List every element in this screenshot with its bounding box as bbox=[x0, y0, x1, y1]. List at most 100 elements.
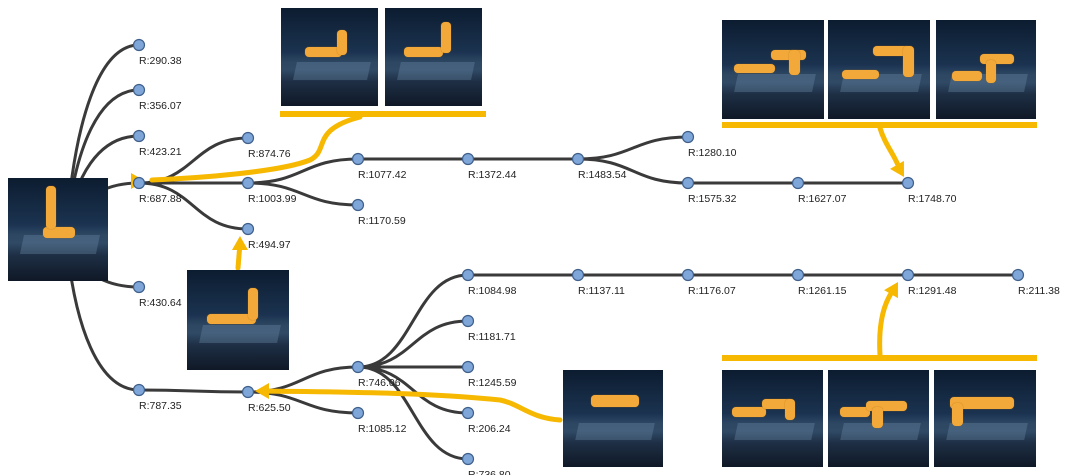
tree-node-n1003 bbox=[241, 176, 255, 190]
reward-label-n430: R:430.64 bbox=[139, 297, 182, 309]
reward-label-n1170: R:1170.59 bbox=[358, 215, 406, 227]
agent-image-874-b bbox=[385, 8, 482, 106]
tree-node-n1483 bbox=[571, 152, 585, 166]
robot-limb bbox=[952, 402, 963, 427]
highlight-arrows bbox=[131, 111, 1037, 423]
robot-limb bbox=[734, 63, 776, 74]
robot-limb bbox=[337, 29, 347, 56]
tree-edge-n1483-n1280 bbox=[576, 135, 690, 161]
robot-limb bbox=[305, 47, 343, 57]
highlight-bar-top-right bbox=[722, 122, 1037, 128]
tree-nodes bbox=[132, 38, 1025, 466]
robot-limb bbox=[732, 406, 767, 417]
tree-node-n1280 bbox=[681, 130, 695, 144]
robot-limb bbox=[980, 53, 1014, 64]
reward-label-n1261: R:1261.15 bbox=[798, 285, 847, 297]
robot-limb bbox=[762, 399, 793, 409]
agent-image-1291-b bbox=[828, 370, 929, 467]
arrow-to-1291-head bbox=[884, 282, 898, 299]
tree-node-n1084 bbox=[461, 268, 475, 282]
arrow-to-1748 bbox=[877, 125, 903, 173]
reward-label-n1085: R:1085.12 bbox=[358, 423, 407, 435]
tree-node-n1176 bbox=[681, 268, 695, 282]
reward-label-n1176: R:1176.07 bbox=[688, 285, 736, 297]
floor-surface bbox=[575, 423, 655, 441]
robot-limb bbox=[46, 186, 56, 230]
robot-limb bbox=[207, 314, 257, 324]
reward-label-n1077: R:1077.42 bbox=[358, 169, 407, 181]
tree-node-n1245 bbox=[461, 360, 475, 374]
reward-label-n687: R:687.88 bbox=[139, 193, 182, 205]
tree-node-n1575 bbox=[681, 176, 695, 190]
reward-label-n290: R:290.38 bbox=[139, 55, 182, 67]
agent-image-1748-c bbox=[936, 20, 1036, 119]
floor-surface bbox=[292, 61, 371, 80]
reward-label-n1084: R:1084.98 bbox=[468, 285, 517, 297]
floor-surface bbox=[734, 423, 815, 441]
robot-limb bbox=[952, 71, 982, 82]
agent-image-1748-b bbox=[828, 20, 930, 119]
tree-edge-n1003-n1170 bbox=[246, 181, 360, 207]
reward-label-n746: R:746.06 bbox=[358, 377, 401, 389]
arrow-to-625-head bbox=[255, 383, 269, 399]
tree-node-n687 bbox=[132, 176, 146, 190]
robot-limb bbox=[789, 49, 800, 76]
robot-limb bbox=[986, 59, 996, 84]
reward-label-n1575: R:1575.32 bbox=[688, 193, 737, 205]
floor-surface bbox=[396, 61, 475, 80]
agent-image-1291-c bbox=[934, 370, 1036, 467]
tree-edge-n787-n625 bbox=[137, 388, 250, 394]
tree-node-n211 bbox=[1011, 268, 1025, 282]
reward-label-n494: R:494.97 bbox=[248, 239, 291, 251]
tree-node-n1261 bbox=[791, 268, 805, 282]
tree-node-n206 bbox=[461, 406, 475, 420]
tree-node-n1627 bbox=[791, 176, 805, 190]
tree-node-n787 bbox=[132, 383, 146, 397]
tree-edge-n746-n1181 bbox=[356, 319, 470, 369]
floor-surface bbox=[734, 74, 816, 93]
tree-node-n356 bbox=[132, 83, 146, 97]
reward-label-n1003: R:1003.99 bbox=[248, 193, 297, 205]
arrow-to-687 bbox=[149, 114, 363, 183]
reward-label-n1280: R:1280.10 bbox=[688, 147, 737, 159]
agent-image-1291-a bbox=[722, 370, 823, 467]
robot-limb bbox=[591, 395, 639, 407]
agent-image-1748-a bbox=[722, 20, 824, 119]
robot-limb bbox=[840, 406, 871, 417]
tree-node-n494 bbox=[241, 222, 255, 236]
tree-node-n1170 bbox=[351, 198, 365, 212]
reward-label-n787: R:787.35 bbox=[139, 400, 182, 412]
tree-node-n1748 bbox=[901, 176, 915, 190]
tree-edge-n746-n206 bbox=[356, 365, 470, 415]
tree-edge-n1003-n1077 bbox=[246, 157, 360, 185]
robot-limb bbox=[248, 288, 259, 320]
reward-label-n1181: R:1181.71 bbox=[468, 331, 516, 343]
arrow-to-625 bbox=[259, 388, 563, 423]
robot-limb bbox=[770, 49, 806, 60]
robot-limb bbox=[43, 227, 75, 238]
tree-node-n874 bbox=[241, 131, 255, 145]
robot-limb bbox=[872, 406, 883, 429]
agent-image-494 bbox=[187, 270, 289, 370]
robot-limb bbox=[872, 45, 910, 56]
tree-node-n1077 bbox=[351, 152, 365, 166]
tree-node-n625 bbox=[241, 385, 255, 399]
reward-label-n356: R:356.07 bbox=[139, 100, 182, 112]
reward-label-n1245: R:1245.59 bbox=[468, 377, 517, 389]
tree-edge-n687-n494 bbox=[137, 181, 250, 231]
robot-limb bbox=[866, 401, 907, 411]
tree-node-n1137 bbox=[571, 268, 585, 282]
tree-node-n736 bbox=[461, 452, 475, 466]
tree-node-n430 bbox=[132, 280, 146, 294]
arrow-to-494-head bbox=[232, 236, 248, 250]
tree-edge-n746-n736 bbox=[356, 365, 470, 461]
reward-label-n211: R:211.38 bbox=[1018, 285, 1060, 297]
root-agent-image bbox=[8, 178, 108, 281]
reward-label-n1483: R:1483.54 bbox=[578, 169, 627, 181]
reward-label-n423: R:423.21 bbox=[139, 146, 182, 158]
reward-label-n1291: R:1291.48 bbox=[908, 285, 957, 297]
arrow-to-1291 bbox=[877, 285, 898, 358]
reward-label-n1748: R:1748.70 bbox=[908, 193, 957, 205]
robot-limb bbox=[441, 21, 451, 54]
floor-surface bbox=[199, 325, 281, 343]
